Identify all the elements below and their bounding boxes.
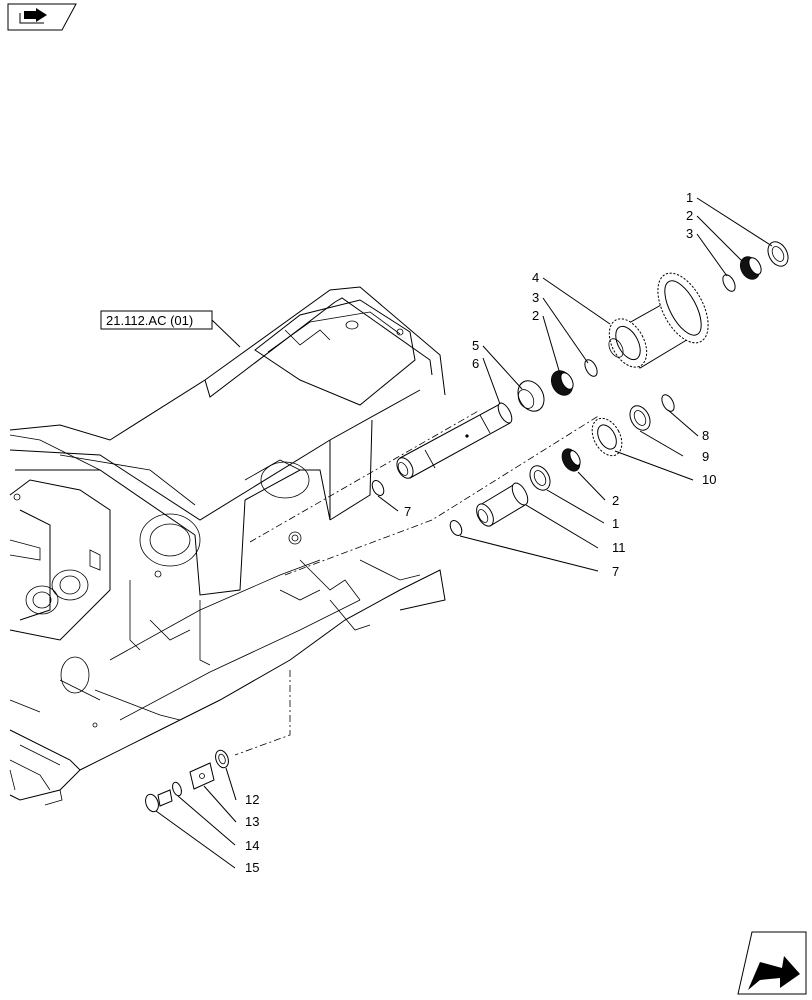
callout-3-top: 3 — [686, 226, 693, 241]
shaft-6 — [396, 402, 513, 479]
reference-label[interactable]: 21.112.AC (01) — [106, 313, 193, 328]
callout-12: 12 — [245, 792, 259, 807]
center-lines — [234, 409, 601, 756]
upper-right-parts — [722, 241, 789, 292]
callout-5: 5 — [472, 338, 479, 353]
reference-link[interactable]: 21.112.AC (01) — [100, 310, 241, 348]
next-page-arrow-icon[interactable] — [737, 931, 807, 995]
leader-lines — [155, 197, 773, 869]
bolt-assembly — [145, 749, 229, 813]
lower-right-parts — [529, 394, 675, 491]
callout-13: 13 — [245, 814, 259, 829]
cluster-gear-shaft — [608, 272, 709, 369]
callout-2-top: 2 — [686, 208, 693, 223]
callout-9: 9 — [702, 449, 709, 464]
book-with-arrow-icon[interactable] — [7, 3, 77, 31]
callout-15: 15 — [245, 860, 259, 875]
callout-numbers: 1 2 3 4 3 2 5 6 7 8 9 10 2 1 11 7 12 13 … — [245, 190, 716, 875]
callout-1-low: 1 — [612, 516, 619, 531]
circlip-7-upper — [371, 480, 385, 496]
callout-14: 14 — [245, 838, 259, 853]
shaft-11 — [476, 482, 529, 527]
callout-4: 4 — [532, 270, 539, 285]
callout-11: 11 — [612, 540, 626, 555]
middle-parts — [517, 359, 598, 412]
callout-10: 10 — [702, 472, 716, 487]
callout-1-top: 1 — [686, 190, 693, 205]
callout-7-lower: 7 — [612, 564, 619, 579]
transmission-housing — [9, 286, 446, 806]
callout-2-low: 2 — [612, 493, 619, 508]
callout-7-upper: 7 — [404, 504, 411, 519]
callout-2-mid: 2 — [532, 308, 539, 323]
callout-6: 6 — [472, 356, 479, 371]
circlip-7-lower — [449, 520, 463, 536]
callout-3-mid: 3 — [532, 290, 539, 305]
callout-8: 8 — [702, 428, 709, 443]
